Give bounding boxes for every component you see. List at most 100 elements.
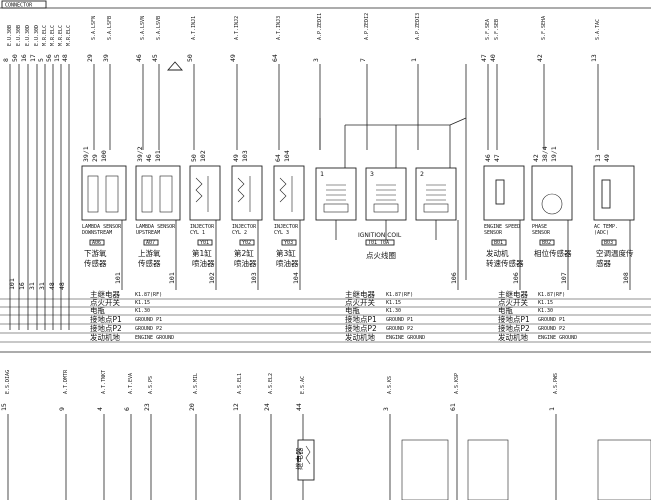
heater-element xyxy=(159,175,173,213)
coil-winding xyxy=(376,184,396,201)
left-wire-code: E.U.30B xyxy=(7,25,13,46)
component-en-label: INJECTOR xyxy=(274,224,299,230)
component-body xyxy=(189,165,221,221)
component-module xyxy=(483,165,525,246)
top-wire-code: S.A.LSFN xyxy=(91,16,97,40)
left-wire-number: 50 xyxy=(11,54,19,62)
component-pin: 39/1 xyxy=(82,146,90,162)
legend-zh-label: 电瓶 xyxy=(498,305,513,315)
legend-zh-label: 主继电器 xyxy=(90,289,120,299)
ign-bus-link xyxy=(449,117,467,126)
component-tag: Y03 xyxy=(284,240,293,246)
bottom-box xyxy=(467,439,509,500)
component-body xyxy=(231,165,263,221)
left-wire-number: 16 xyxy=(20,54,28,62)
temp-sensor-core xyxy=(601,179,611,209)
legend-zh-label: 电瓶 xyxy=(90,305,105,315)
left-code: 48 xyxy=(48,282,56,290)
sensor-element xyxy=(87,175,99,213)
coil-winding xyxy=(426,184,446,201)
ignition-out-number: 106 xyxy=(450,272,458,284)
top-wire-code: S.F.SEA xyxy=(485,19,491,40)
component-en-label: LAMBDA SENSOR xyxy=(82,224,122,230)
legend-en-label: K1.87(RF) xyxy=(386,292,413,298)
component-zh-label: 喷油器 xyxy=(192,258,215,268)
component-out-number: 101 xyxy=(168,272,176,284)
legend-en-label: GROUND P1 xyxy=(538,317,565,323)
coil-pin: 3 xyxy=(370,170,374,178)
component-body xyxy=(273,165,305,221)
legend-zh-label: 发动机地 xyxy=(90,332,120,342)
left-wire-number: 8 xyxy=(2,58,10,62)
left-code: 101 xyxy=(8,278,16,290)
bottom-wire-number: 44 xyxy=(295,403,303,411)
top-wire-number: 50 xyxy=(186,54,194,62)
bottom-wire-code: A.T.DMTR xyxy=(63,369,69,394)
legend-en-label: GROUND P2 xyxy=(386,326,413,332)
bottom-wire-number: 23 xyxy=(143,403,151,411)
left-code: 16 xyxy=(18,282,26,290)
component-pin: 49 xyxy=(603,154,611,162)
legend-zh-label: 接地点P2 xyxy=(90,323,122,333)
legend-zh-label: 接地点P1 xyxy=(345,314,377,324)
injector-coil xyxy=(195,177,203,203)
component-zh-label: 第2缸 xyxy=(234,248,254,258)
left-wire-number: 15 xyxy=(53,54,61,62)
component-out-number: 106 xyxy=(512,272,520,284)
component-tag: B03 xyxy=(604,240,613,246)
left-wire-number: 5 xyxy=(37,58,45,62)
component-zh-label: 空调温度传 xyxy=(596,248,634,258)
component-pin: 29 xyxy=(91,154,99,162)
top-wire-number: 47 xyxy=(480,54,488,62)
legend-en-label: ENGINE GROUND xyxy=(538,335,577,341)
ignition-coil-module xyxy=(415,167,457,221)
top-wire-number: 39 xyxy=(102,54,110,62)
component-tag-box xyxy=(491,239,507,246)
component-body xyxy=(135,165,181,221)
component-body xyxy=(593,165,635,221)
top-wire-code: S.A.TAC xyxy=(595,19,601,40)
left-wire-code: E.U.30B xyxy=(16,25,22,46)
component-pin: 50 xyxy=(190,154,198,162)
left-wire-code: M.R.ELC xyxy=(66,25,72,46)
component-out-number: 101 xyxy=(114,272,122,284)
legend-zh-label: 点火开关 xyxy=(345,297,375,307)
component-en-label: ENGINE SPEED xyxy=(484,224,520,230)
component-pin: 103 xyxy=(241,150,249,162)
component-en-label: CYL 3 xyxy=(274,230,289,236)
component-out-number: 102 xyxy=(208,272,216,284)
component-tag-box xyxy=(539,239,555,246)
component-zh-label: 相位传感器 xyxy=(534,248,572,258)
component-module xyxy=(189,165,221,246)
legend-en-label: K1.15 xyxy=(386,300,401,306)
bottom-box xyxy=(597,439,651,500)
component-en-label: AC TEMP. xyxy=(594,224,618,230)
legend-en-label: K1.15 xyxy=(135,300,150,306)
bottom-wire-code: A.S.MIL xyxy=(193,373,199,394)
ignition-zh-label: 点火线圈 xyxy=(366,250,396,260)
component-pin: 101 xyxy=(154,150,162,162)
component-tag: B02 xyxy=(542,240,551,246)
top-wire-number: 7 xyxy=(359,58,367,62)
legend-zh-label: 接地点P1 xyxy=(498,314,530,324)
top-wire-number: 40 xyxy=(489,54,497,62)
component-module xyxy=(231,165,263,246)
component-tag: A06 xyxy=(92,240,101,246)
legend-zh-label: 主继电器 xyxy=(498,289,528,299)
warning-triangle-icon xyxy=(167,61,183,71)
bottom-wire-code: E.S.AC xyxy=(300,376,306,394)
component-en-label: INJECTOR xyxy=(232,224,257,230)
legend-en-label: GROUND P1 xyxy=(386,317,413,323)
top-wire-number: 13 xyxy=(590,54,598,62)
top-wire-code: S.A.LSVB xyxy=(156,16,162,40)
component-pin: 100 xyxy=(100,150,108,162)
component-en-label: INJECTOR xyxy=(190,224,215,230)
component-zh-label: 喷油器 xyxy=(234,258,257,268)
legend-zh-label: 接地点P2 xyxy=(345,323,377,333)
component-en-label: LAMBDA SENSOR xyxy=(136,224,176,230)
component-en-label: SENSOR xyxy=(484,230,503,236)
ignition-tag-box xyxy=(365,239,395,246)
legend-zh-label: 接地点P2 xyxy=(498,323,530,333)
component-tag-box xyxy=(281,239,297,246)
